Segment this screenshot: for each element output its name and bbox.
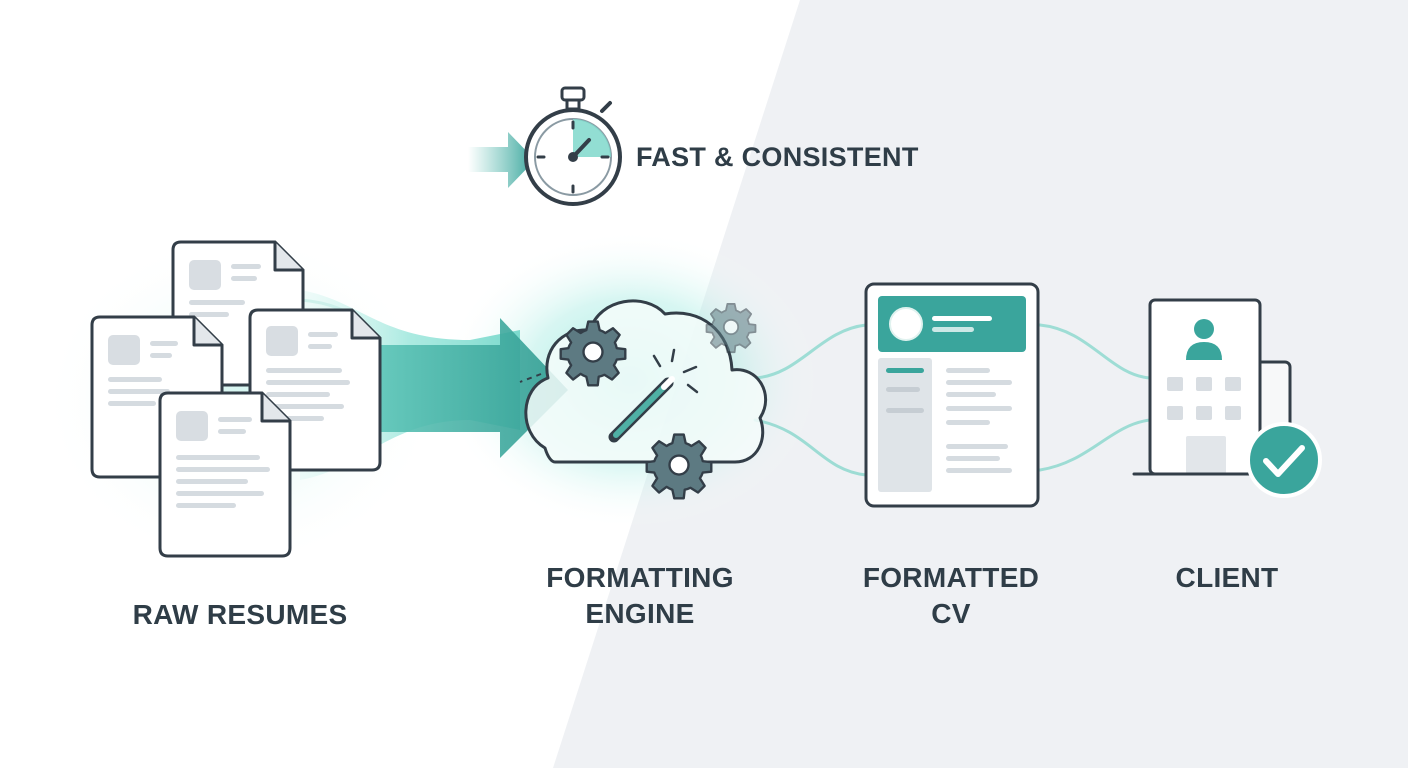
magic-wand-icon — [608, 348, 699, 443]
formatting-engine-label: FORMATTING ENGINE — [490, 560, 790, 632]
stopwatch-icon — [524, 86, 622, 206]
client-building — [1132, 298, 1322, 498]
avatar — [889, 307, 923, 341]
gear-icon — [559, 320, 627, 387]
gear-icon — [645, 433, 713, 500]
stopwatch-group — [468, 86, 622, 206]
document-icon — [158, 391, 292, 558]
small-arrow-icon — [468, 132, 535, 188]
raw-resumes-stack — [90, 240, 382, 558]
client-label-text: CLIENT — [1175, 562, 1279, 593]
checkmark-icon — [1246, 422, 1322, 498]
raw-resumes-label-text: RAW RESUMES — [132, 599, 348, 630]
formatted-cv-label: FORMATTED CV — [801, 560, 1101, 632]
formatting-engine — [519, 299, 767, 500]
client-label: CLIENT — [1077, 560, 1377, 596]
user-icon — [1186, 319, 1222, 360]
raw-resumes-label: RAW RESUMES — [90, 597, 390, 633]
formatted-cv-label-line1: FORMATTED — [862, 562, 1040, 593]
formatting-engine-label-line2: ENGINE — [585, 598, 695, 629]
formatting-engine-label-line1: FORMATTING — [546, 562, 734, 593]
formatted-cv-label-line2: CV — [931, 598, 971, 629]
building-door — [1186, 436, 1226, 474]
tagline-label: FAST & CONSISTENT — [636, 142, 919, 172]
formatted-cv-document — [864, 282, 1040, 508]
gear-icon — [705, 303, 757, 354]
cv-sidebar — [878, 358, 932, 492]
arrow-icon — [380, 318, 568, 458]
